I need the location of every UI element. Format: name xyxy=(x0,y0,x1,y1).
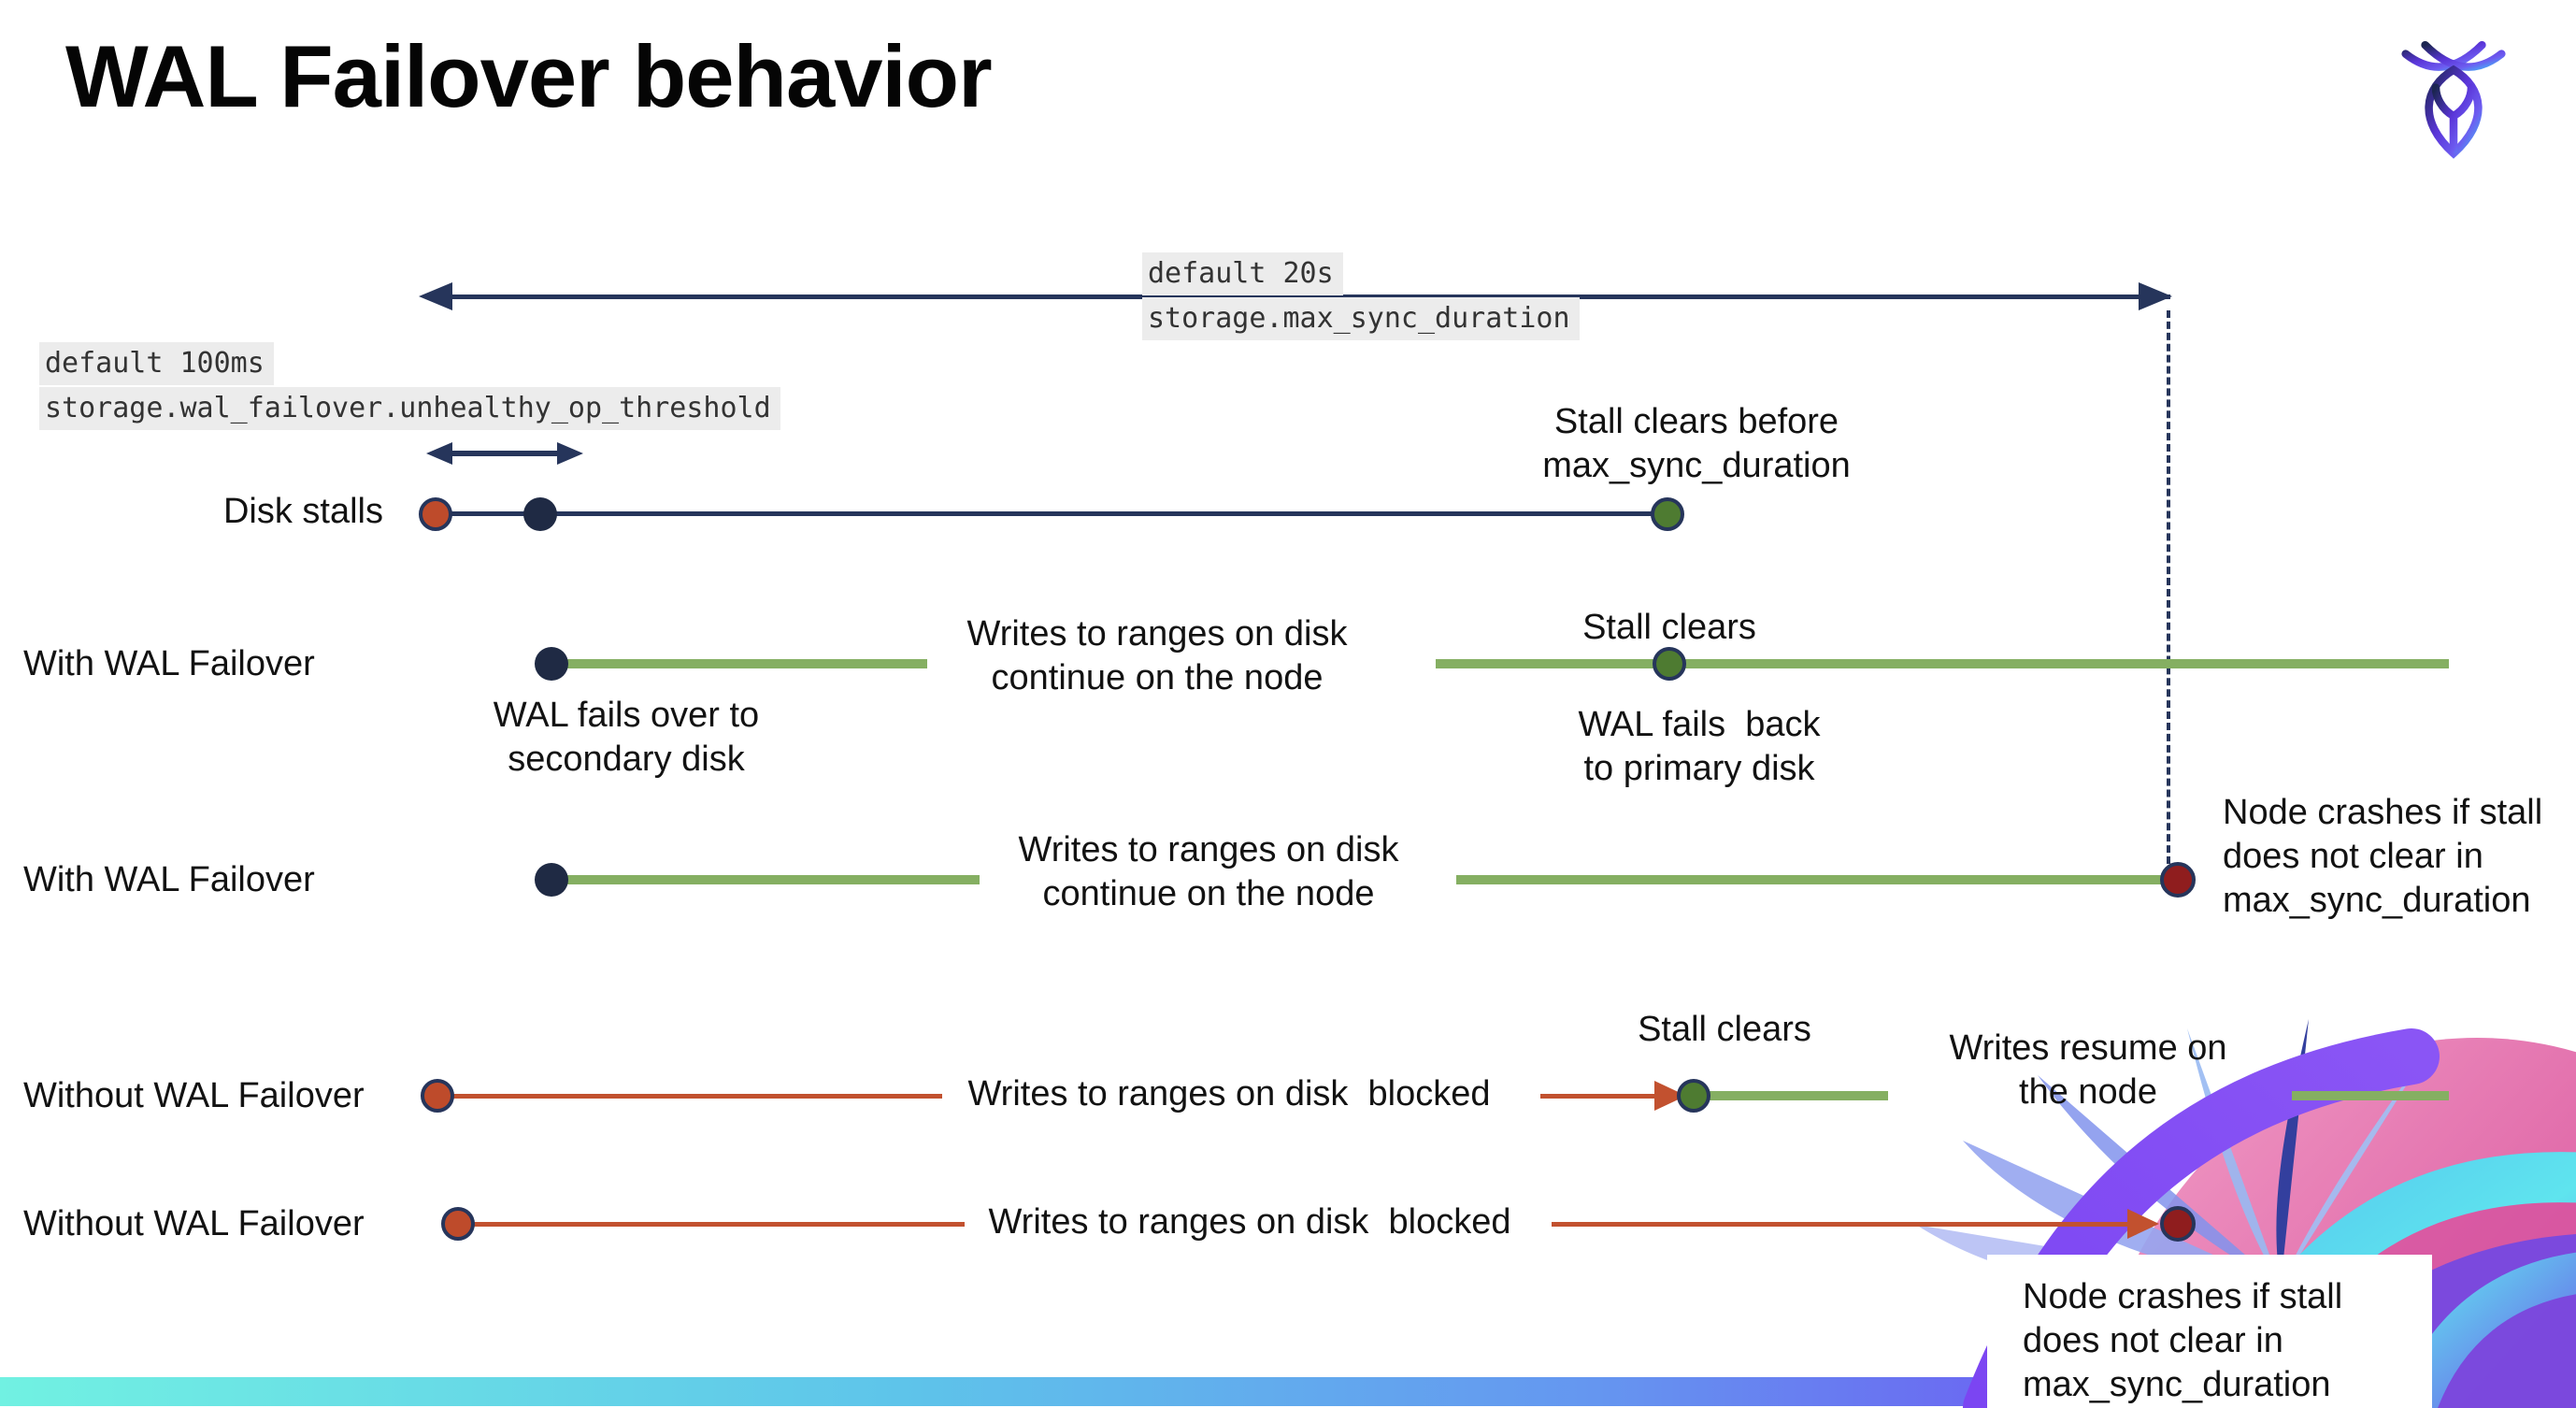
failover1-green-segment-a xyxy=(566,659,927,668)
nofailover2-red-segment-b xyxy=(1552,1222,2131,1227)
row-label-with-wal-failover-1: With WAL Failover xyxy=(23,644,315,683)
max-sync-deadline-dashed-line xyxy=(2167,310,2170,864)
wal-fails-back-note: WAL fails back to primary disk xyxy=(1578,705,1821,788)
arrowhead-right-icon xyxy=(2139,282,2172,310)
wal-fails-over-note: WAL fails over to secondary disk xyxy=(493,696,760,779)
nofailover1-green-segment-a xyxy=(1709,1091,1888,1100)
writes-continue-note-2: Writes to ranges on disk continue on the… xyxy=(1018,830,1399,913)
writes-blocked-note-1: Writes to ranges on disk blocked xyxy=(967,1074,1491,1113)
max-sync-duration-span-line xyxy=(439,295,2170,299)
stall-clears-dot xyxy=(1651,497,1684,531)
max-sync-default-value: default 20s xyxy=(1142,252,1343,295)
cockroachdb-logo-icon xyxy=(2401,40,2506,159)
nofailover1-stall-dot xyxy=(421,1079,454,1113)
nofailover1-red-segment-b xyxy=(1540,1094,1658,1099)
nofailover1-stall-clears-dot xyxy=(1677,1079,1710,1113)
stall-start-dot xyxy=(419,497,452,531)
node-crashes-note-2: Node crashes if stall does not clear in … xyxy=(2023,1277,2343,1404)
arrowhead-left-icon xyxy=(419,282,452,310)
node-crash-callout-box: Node crashes if stall does not clear in … xyxy=(1987,1255,2432,1408)
node-crash-dot-1 xyxy=(2160,862,2196,898)
unhealthy-setting-name: storage.wal_failover.unhealthy_op_thresh… xyxy=(39,387,780,430)
red-arrowhead-icon-2 xyxy=(2127,1209,2159,1239)
unhealthy-threshold-span-line xyxy=(443,451,559,456)
max-sync-duration-label: default 20s storage.max_sync_duration xyxy=(1142,252,1580,342)
nofailover1-green-segment-b xyxy=(2292,1091,2449,1100)
small-arrowhead-right-icon xyxy=(557,442,583,465)
writes-blocked-note-2: Writes to ranges on disk blocked xyxy=(988,1202,1511,1242)
failover1-green-segment-b xyxy=(1436,659,2449,668)
nofailover2-stall-dot xyxy=(441,1207,475,1241)
page-title: WAL Failover behavior xyxy=(65,27,993,125)
failover-start-dot xyxy=(535,647,568,681)
stall-clears-note-1: Stall clears xyxy=(1582,608,1756,647)
stall-clears-note-2: Stall clears xyxy=(1638,1010,1811,1049)
row-label-with-wal-failover-2: With WAL Failover xyxy=(23,860,315,899)
node-crashes-note-1: Node crashes if stall does not clear in … xyxy=(2223,793,2543,920)
failover2-green-segment-b xyxy=(1456,875,2162,884)
row-label-disk-stalls: Disk stalls xyxy=(222,492,383,531)
disk-stalls-timeline xyxy=(436,511,1667,516)
failover2-start-dot xyxy=(535,863,568,897)
node-crash-dot-2 xyxy=(2160,1206,2196,1242)
failover2-green-segment-a xyxy=(566,875,980,884)
stall-clears-before-note: Stall clears before max_sync_duration xyxy=(1542,402,1851,485)
threshold-dot xyxy=(523,497,557,531)
writes-continue-note-1: Writes to ranges on disk continue on the… xyxy=(966,614,1348,697)
unhealthy-op-threshold-label: default 100ms storage.wal_failover.unhea… xyxy=(39,342,780,432)
nofailover1-red-segment-a xyxy=(452,1094,942,1099)
max-sync-setting-name: storage.max_sync_duration xyxy=(1142,297,1580,340)
unhealthy-default-value: default 100ms xyxy=(39,342,274,385)
row-label-without-wal-failover-1: Without WAL Failover xyxy=(23,1076,365,1115)
small-arrowhead-left-icon xyxy=(426,442,452,465)
row-label-without-wal-failover-2: Without WAL Failover xyxy=(23,1204,365,1243)
failover1-stall-clears-dot xyxy=(1653,647,1686,681)
writes-resume-note: Writes resume on the node xyxy=(1949,1028,2227,1112)
nofailover2-red-segment-a xyxy=(473,1222,965,1227)
